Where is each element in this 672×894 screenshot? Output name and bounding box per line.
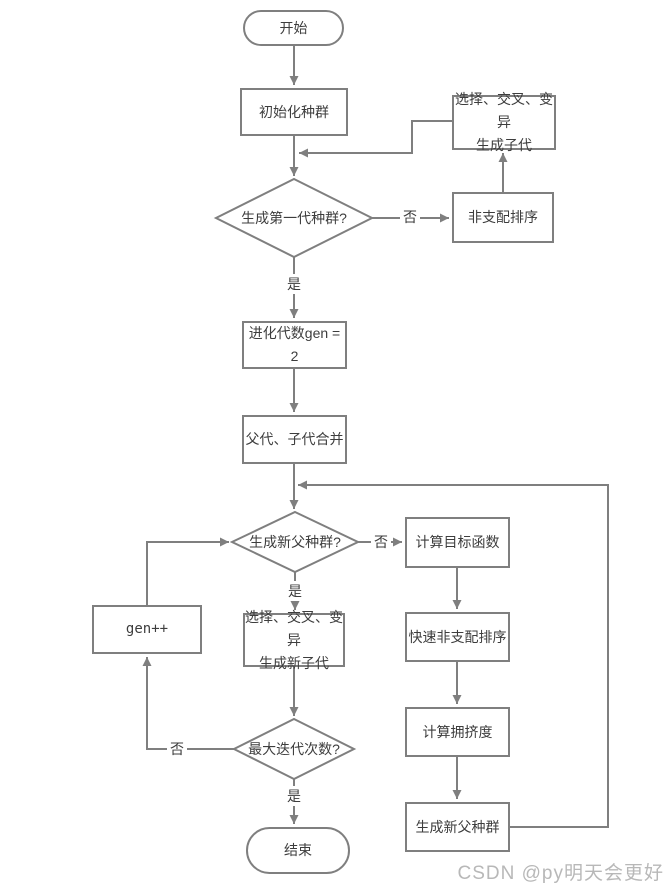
- node-gen-increment-label: gen++: [125, 621, 169, 637]
- node-objective-function-label: 计算目标函数: [415, 534, 500, 550]
- node-merge-parent-offspring: 父代、子代合并: [242, 415, 347, 464]
- decision-first-generation-label: 生成第一代种群?: [241, 210, 347, 226]
- node-generate-new-parent-label: 生成新父种群: [415, 818, 500, 835]
- node-end: 结束: [246, 827, 350, 874]
- node-fast-nondominated-sorting-label: 快速非支配排序: [408, 628, 507, 645]
- node-nondominated-sorting: 非支配排序: [452, 192, 554, 243]
- node-init-population-label: 初始化种群: [259, 103, 329, 120]
- node-evolution-generation: 进化代数gen = 2: [242, 321, 347, 369]
- node-generate-new-parent: 生成新父种群: [405, 802, 510, 852]
- node-new-offspring-generation-line1: 选择、交叉、变异: [245, 608, 343, 648]
- node-fast-nondominated-sorting: 快速非支配排序: [405, 612, 510, 662]
- node-offspring-generation-line1: 选择、交叉、变异: [455, 91, 553, 130]
- edge-generate-new-parent-feedback: [298, 480, 609, 828]
- node-gen-increment: gen++: [92, 605, 202, 654]
- edge-label-new-parent-yes: 是: [285, 581, 305, 601]
- node-offspring-generation-line2: 生成子代: [476, 137, 532, 153]
- decision-max-iteration-label: 最大迭代次数?: [248, 741, 340, 757]
- node-offspring-generation: 选择、交叉、变异 生成子代: [452, 91, 556, 153]
- decision-new-parent-label: 生成新父种群?: [249, 534, 341, 550]
- node-crowding-distance: 计算拥挤度: [405, 707, 510, 757]
- edge-label-first-gen-no: 否: [400, 207, 420, 227]
- edge-offspring-to-mainline: [299, 120, 452, 158]
- node-nondominated-sorting-label: 非支配排序: [468, 209, 538, 225]
- node-objective-function: 计算目标函数: [405, 517, 510, 568]
- node-crowding-distance-label: 计算拥挤度: [422, 723, 493, 740]
- edge-label-new-parent-no: 否: [371, 532, 391, 552]
- node-merge-parent-offspring-label: 父代、子代合并: [245, 431, 344, 447]
- node-evolution-generation-label: 进化代数gen = 2: [248, 325, 341, 364]
- node-start-label: 开始: [279, 19, 308, 36]
- edge-max-iteration-no-to-gen-increment: [142, 657, 234, 750]
- decision-max-iteration-shape: [231, 717, 357, 781]
- edge-label-max-iter-no: 否: [167, 739, 187, 759]
- node-start: 开始: [243, 10, 344, 46]
- decision-first-generation-shape: [213, 177, 375, 259]
- node-init-population: 初始化种群: [240, 88, 348, 136]
- decision-new-parent-shape: [229, 510, 361, 574]
- edge-gen-increment-to-new-parent-decision: [146, 537, 229, 605]
- node-new-offspring-generation-line2: 生成新子代: [259, 654, 329, 671]
- edge-label-first-gen-yes: 是: [284, 274, 304, 294]
- node-new-offspring-generation: 选择、交叉、变异 生成新子代: [243, 609, 345, 671]
- edge-label-max-iter-yes: 是: [284, 786, 304, 806]
- watermark: CSDN @py明天会更好: [457, 863, 664, 884]
- node-end-label: 结束: [284, 842, 312, 858]
